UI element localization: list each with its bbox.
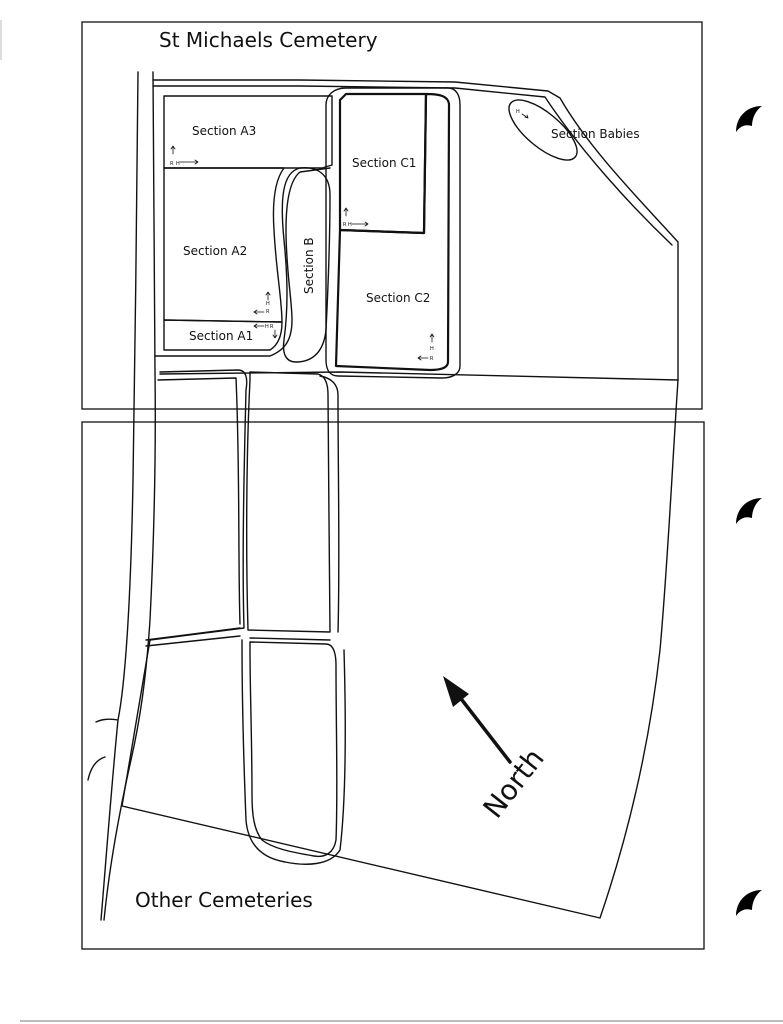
section-babies-label: Section Babies <box>551 127 640 141</box>
cross-path <box>145 627 331 647</box>
svg-text:H: H <box>516 109 520 115</box>
svg-text:H: H <box>266 301 270 307</box>
binder-hole-icon <box>736 106 762 132</box>
section-babies-outline <box>508 99 578 161</box>
orientation-marker-icon: H R <box>417 333 435 362</box>
section-c-outer <box>325 87 461 379</box>
svg-text:H: H <box>430 346 434 352</box>
svg-text:R: R <box>430 356 434 362</box>
walkway-lower <box>249 641 338 858</box>
walkway-right <box>319 375 340 633</box>
svg-text:H: H <box>176 161 180 167</box>
walkway-left <box>245 371 331 633</box>
path-a-b <box>154 167 331 357</box>
top-panel-frame <box>81 21 703 410</box>
svg-text:H: H <box>265 324 269 330</box>
section-c1-label: Section C1 <box>352 156 416 170</box>
orientation-marker-icon: R H <box>343 207 369 228</box>
section-a1-outline <box>163 319 283 351</box>
main-road <box>100 71 139 921</box>
cemetery-boundary-bottom <box>121 379 679 919</box>
svg-text:R: R <box>343 222 347 228</box>
svg-text:R: R <box>266 309 270 315</box>
orientation-marker-icon: H R <box>253 323 278 339</box>
bottom-panel-title: Other Cemeteries <box>135 888 313 912</box>
section-a2-outline <box>163 167 285 323</box>
section-b-outline <box>281 167 331 363</box>
bottom-panel-frame <box>81 421 705 950</box>
walkway-lower-outer <box>241 639 346 865</box>
section-b-label: Section B <box>302 237 316 294</box>
svg-text:R: R <box>270 324 274 330</box>
bottom-path-outer <box>149 369 248 641</box>
section-a3-outline <box>163 95 333 169</box>
section-a3-label: Section A3 <box>192 124 256 138</box>
north-label: North <box>477 742 551 824</box>
road-spur <box>87 718 119 781</box>
cemetery-boundary-top-inner <box>152 85 673 246</box>
orientation-marker-icon: H R <box>253 291 271 315</box>
binder-hole-icon <box>736 890 762 916</box>
bottom-path-inner <box>157 377 241 625</box>
section-c2-label: Section C2 <box>366 291 430 305</box>
orientation-marker-icon: R H <box>170 145 199 167</box>
section-c2-outline <box>334 92 451 372</box>
binder-hole-icon <box>736 498 762 524</box>
orientation-marker-icon: H <box>516 109 529 119</box>
section-a2-label: Section A2 <box>183 244 247 258</box>
top-panel-title: St Michaels Cemetery <box>159 28 378 52</box>
section-a1-label: Section A1 <box>189 329 253 343</box>
svg-text:H: H <box>348 222 352 228</box>
north-arrow-icon <box>443 676 512 764</box>
svg-text:R: R <box>170 161 174 167</box>
